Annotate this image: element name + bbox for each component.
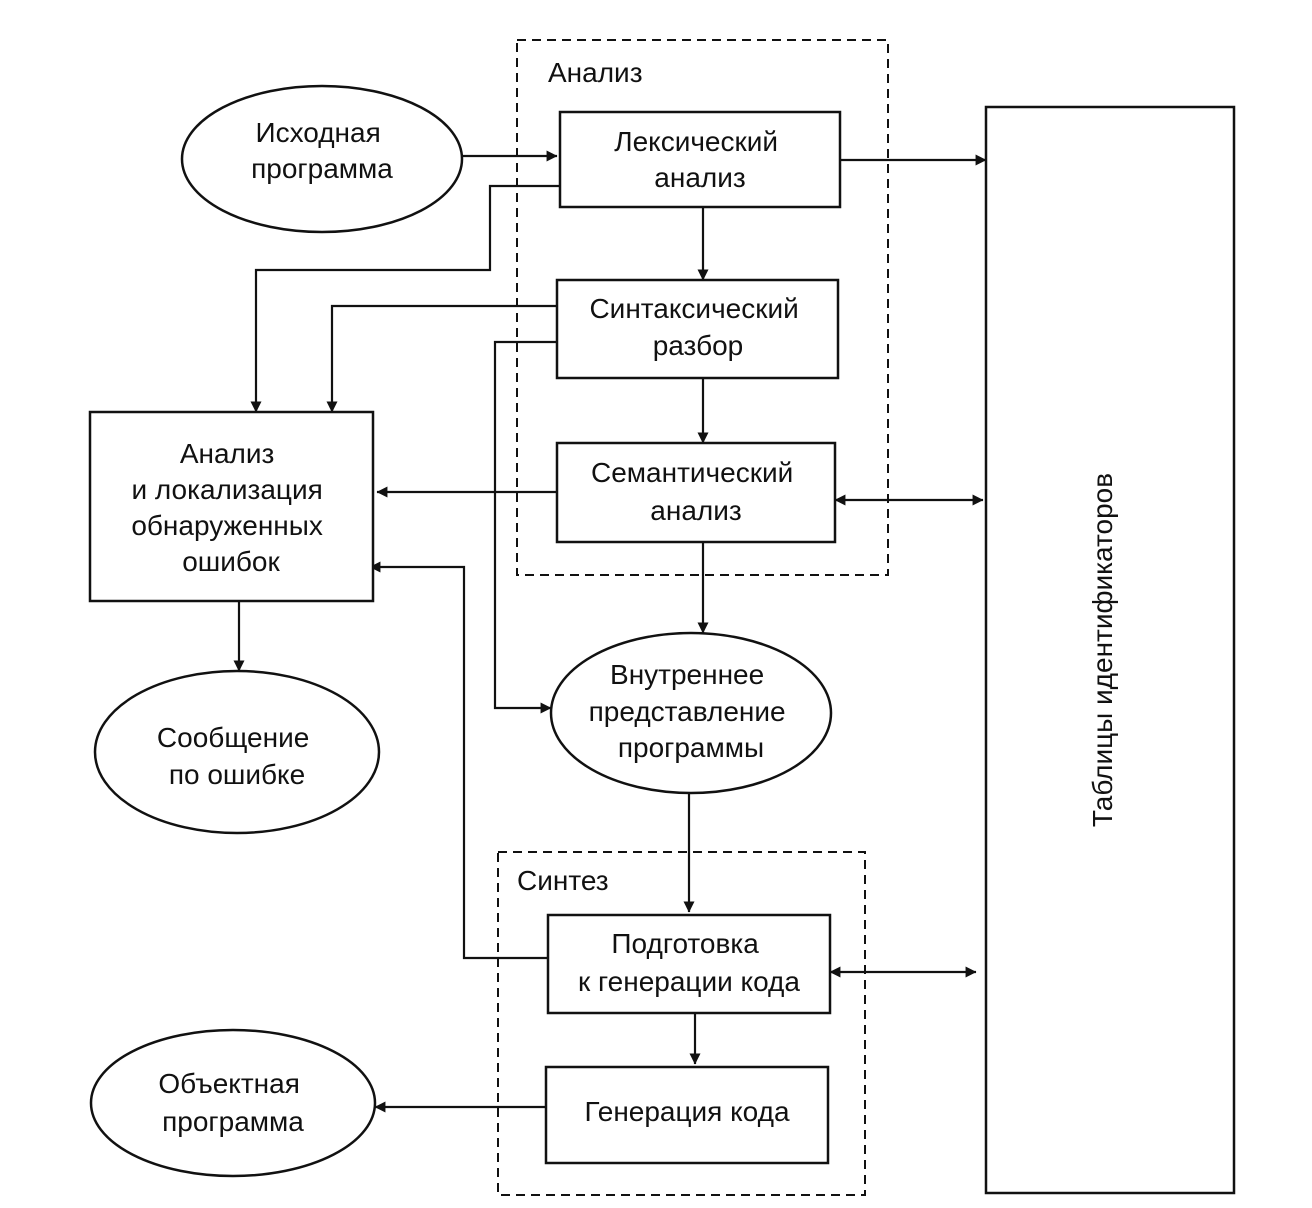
node-error-analysis-label: Анализ и локализация обнаруженных ошибок <box>131 438 330 577</box>
synthesis-group-frame <box>497 851 866 1196</box>
node-error-message: Сообщение по ошибке <box>93 669 381 835</box>
node-semantic-analysis: Семантический анализ <box>555 441 837 544</box>
node-internal-representation: Внутреннее представление программы <box>549 631 833 795</box>
node-error-message-label: Сообщение по ошибке <box>157 722 317 790</box>
arrow-lexical-to-errors <box>250 184 560 413</box>
node-identifier-tables-label: Таблицы идентификаторов <box>1087 473 1118 827</box>
node-lexical-analysis-label: Лексический анализ <box>614 126 786 193</box>
arrow-syntax-to-internal <box>493 340 557 714</box>
node-error-analysis: Анализ и локализация обнаруженных ошибок <box>88 410 375 603</box>
node-object-program: Объектная программа <box>89 1028 377 1178</box>
node-internal-representation-label: Внутреннее представление программы <box>589 659 794 763</box>
analysis-group-frame <box>516 39 889 576</box>
node-source-program: Исходная программа <box>180 84 464 234</box>
arrow-codegen-prep-to-errors <box>369 561 548 960</box>
node-codegen-preparation: Подготовка к генерации кода <box>546 913 832 1015</box>
analysis-group: Анализ <box>516 39 889 576</box>
node-syntax-parsing: Синтаксический разбор <box>555 278 840 380</box>
connectors <box>233 150 987 1113</box>
node-identifier-tables: Таблицы идентификаторов <box>984 105 1236 1195</box>
node-lexical-analysis: Лексический анализ <box>558 110 842 209</box>
analysis-group-label: Анализ <box>548 57 643 88</box>
node-semantic-analysis-label: Семантический анализ <box>591 457 801 526</box>
node-syntax-parsing-label: Синтаксический разбор <box>589 293 806 361</box>
synthesis-group-label: Синтез <box>517 865 609 896</box>
node-object-program-label: Объектная программа <box>158 1068 307 1137</box>
node-code-generation: Генерация кода <box>544 1065 830 1165</box>
node-codegen-preparation-label: Подготовка к генерации кода <box>578 928 800 997</box>
arrow-syntax-to-errors <box>326 304 557 413</box>
node-code-generation-label: Генерация кода <box>584 1096 790 1127</box>
node-source-program-label: Исходная программа <box>251 117 393 184</box>
synthesis-group: Синтез <box>497 851 866 1196</box>
